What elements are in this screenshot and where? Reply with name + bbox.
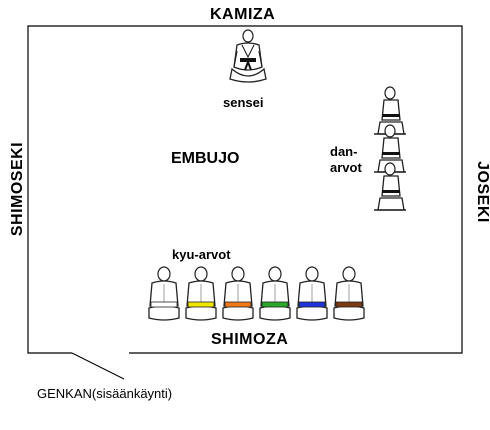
kyu-student-6 xyxy=(333,266,365,321)
belt-2 xyxy=(187,301,215,308)
genkan-label: GENKAN(sisäänkäynti) xyxy=(37,386,172,401)
dan-student-2 xyxy=(374,124,406,173)
kyu-label: kyu-arvot xyxy=(172,247,231,262)
embujo-label: EMBUJO xyxy=(171,150,240,167)
dan-student-3 xyxy=(374,162,406,211)
belt-6 xyxy=(335,301,363,308)
belt-5 xyxy=(298,301,326,308)
kyu-student-4 xyxy=(259,266,291,321)
sensei-label: sensei xyxy=(223,95,264,110)
kyu-student-2 xyxy=(185,266,217,321)
kamiza-label: KAMIZA xyxy=(210,6,276,23)
shimoseki-label: SHIMOSEKI xyxy=(9,141,26,237)
genkan-note: (sisäänkäynti) xyxy=(91,386,173,401)
door-pointer xyxy=(71,352,125,380)
dan-label-line1: dan- xyxy=(330,144,358,159)
genkan-title: GENKAN xyxy=(37,386,92,401)
belt-1 xyxy=(150,301,178,308)
belt-4 xyxy=(261,301,289,308)
kyu-student-3 xyxy=(222,266,254,321)
joseki-label: JOSEKI xyxy=(474,161,490,223)
shimoza-label: SHIMOZA xyxy=(211,331,289,348)
kyu-student-5 xyxy=(296,266,328,321)
wall-outline xyxy=(27,25,463,354)
kyu-student-1 xyxy=(148,266,180,321)
dan-label-line2: arvot xyxy=(330,160,362,175)
belt-3 xyxy=(224,301,252,308)
kneeling-sensei-icon xyxy=(229,29,267,83)
